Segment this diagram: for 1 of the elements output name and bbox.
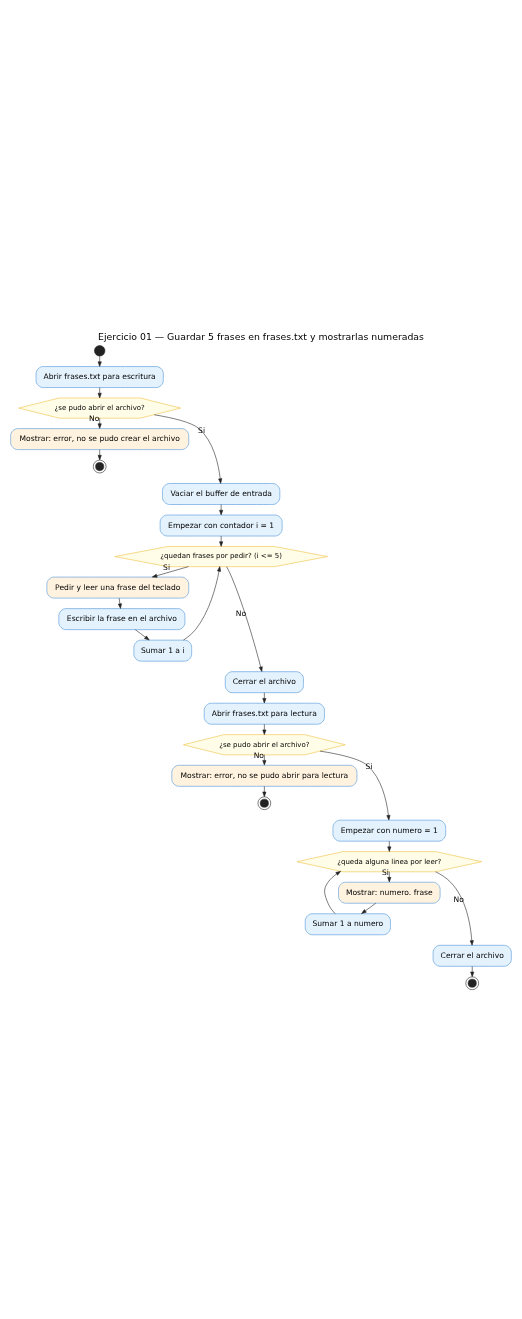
diagram-title: Ejercicio 01 — Guardar 5 frases en frases.txt y mostrarlas numeradas [98, 330, 424, 342]
